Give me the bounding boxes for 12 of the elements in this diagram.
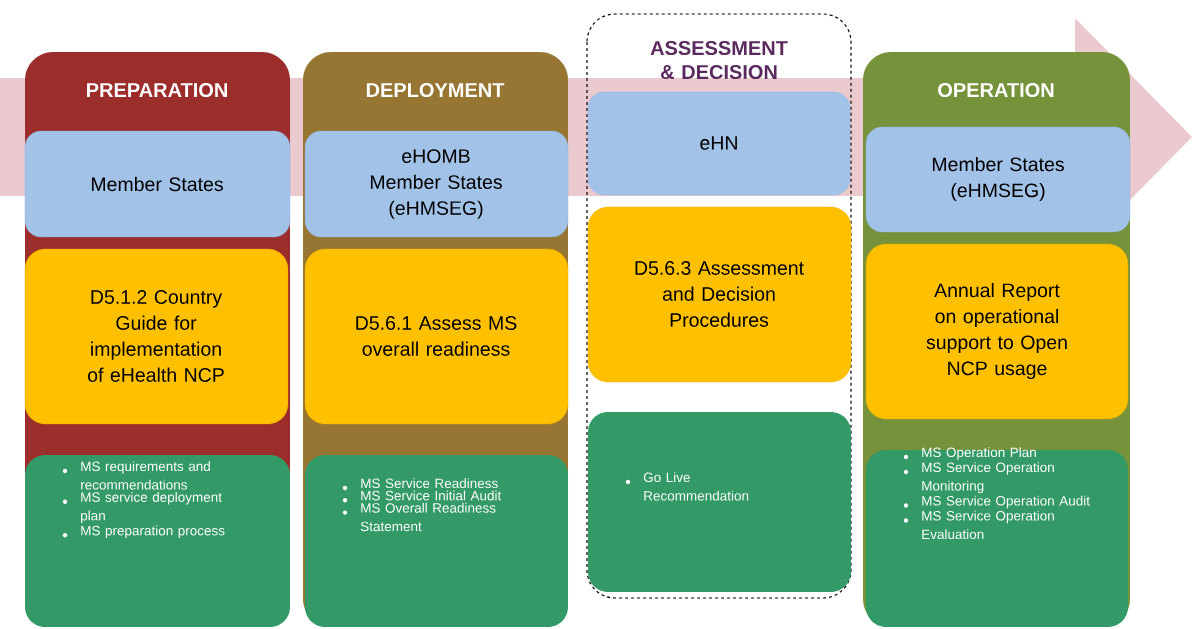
actor-box: Member States (eHMSEG) [865, 126, 1131, 233]
output-list-box: MS requirements and recommendations MS service deployment plan MS preparation process [25, 455, 290, 627]
actor-box: Member States [24, 130, 291, 238]
deliverable-box: D5.1.2 Country Guide for implementation of eHealth NCP [24, 248, 289, 425]
actor-box: eHOMB Member States (eHMSEG) [304, 130, 569, 238]
output-list-box: MS Service Readiness MS Service Initial Audit MS Overall Readiness Statement [305, 455, 568, 627]
output-list-box: MS Operation Plan MS Service Operation Monitoring MS Service Operation Audit MS Service Operation Evaluation [866, 447, 1128, 627]
deliverable-box: D5.6.1 Assess MS overall readiness [304, 248, 569, 425]
output-list-box: Go Live Recommendation [588, 412, 851, 592]
actor-box: eHN [587, 91, 851, 196]
deliverable-box: D5.6.3 Assessment and Decision Procedures [587, 206, 852, 383]
deliverable-box: Annual Report on operational support to Open NCP usage [865, 243, 1129, 420]
